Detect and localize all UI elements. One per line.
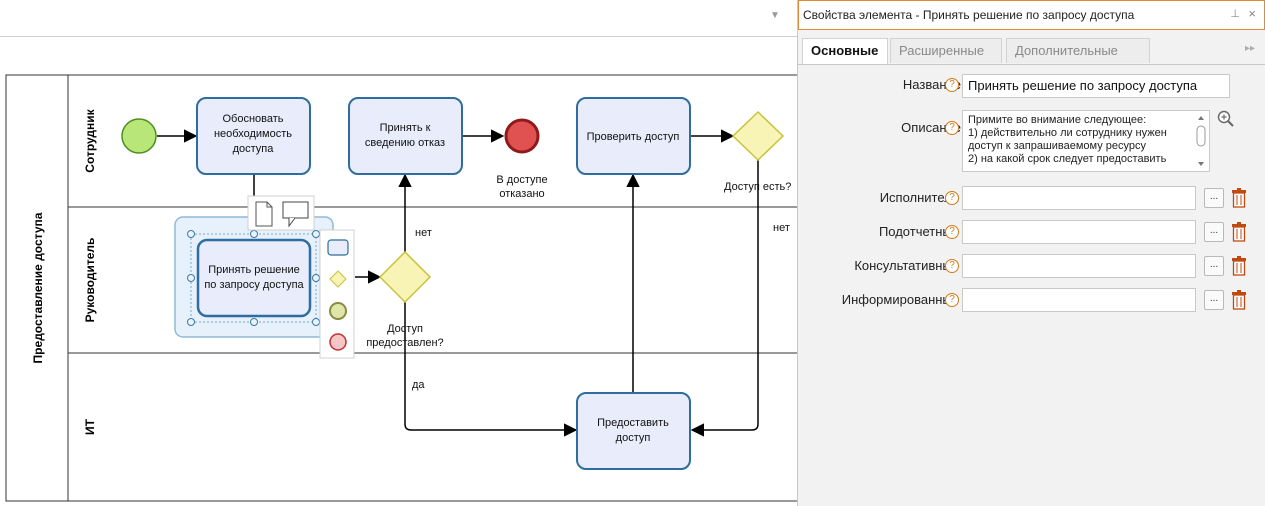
context-toolbar-top	[247, 195, 315, 231]
task-grant-access[interactable]: Предоставить доступ	[576, 392, 691, 470]
description-line: 2) на какой срок следует предоставить	[968, 153, 1167, 165]
task-decide-line1: Принять решение	[208, 264, 300, 276]
pin-icon[interactable]: ⊥	[1230, 8, 1240, 20]
tab-basic[interactable]: Основные	[802, 38, 888, 64]
add-task-icon[interactable]	[327, 239, 349, 256]
end-event-label-line2: отказано	[499, 188, 544, 200]
performers-label: Исполнители	[879, 190, 959, 205]
diagram-canvas[interactable]: ▼ Предоставление доступа Сотрудник Руков…	[0, 0, 797, 506]
bpmn-diagram: Предоставление доступа Сотрудник Руковод…	[5, 74, 797, 502]
lane-label-employee: Сотрудник	[83, 108, 97, 172]
document-icon[interactable]	[255, 201, 273, 227]
consulted-browse-button[interactable]: ...	[1204, 256, 1224, 276]
task-justify-line3: доступа	[233, 143, 275, 155]
add-intermediate-event-icon[interactable]	[329, 302, 347, 320]
flow-label-no-right: нет	[773, 222, 790, 234]
panel-tabs: Основные Расширенные Дополнительные ▸▸	[798, 30, 1265, 65]
tab-extended[interactable]: Расширенные	[890, 38, 1002, 63]
add-end-event-icon[interactable]	[329, 333, 347, 351]
gateway-access-exists[interactable]	[731, 110, 785, 162]
tab-additional[interactable]: Дополнительные	[1006, 38, 1150, 63]
task-accept-line2: сведению отказ	[365, 137, 445, 149]
task-justify[interactable]: Обосновать необходимость доступа	[196, 97, 311, 175]
task-decide[interactable]: Принять решение по запросу доступа	[196, 238, 312, 318]
performers-field[interactable]	[962, 186, 1196, 210]
row-informed: Информированные ? ...	[798, 287, 1265, 313]
end-event-label-line1: В доступе	[496, 174, 547, 186]
add-gateway-icon[interactable]	[329, 270, 347, 288]
panel-title-bar: Свойства элемента - Принять решение по з…	[798, 0, 1265, 30]
task-accept-line1: Принять к	[380, 122, 431, 134]
accountable-label: Подотчетные	[878, 224, 959, 239]
task-accept-refusal[interactable]: Принять к сведению отказ	[348, 97, 463, 175]
flow-label-no: нет	[415, 227, 432, 239]
properties-panel: Свойства элемента - Принять решение по з…	[797, 0, 1265, 506]
task-justify-line2: необходимость	[214, 128, 292, 140]
row-consulted: Консультативные ? ...	[798, 253, 1265, 279]
informed-field[interactable]	[962, 288, 1196, 312]
close-icon[interactable]: ×	[1248, 6, 1256, 21]
pool-label: Предоставление доступа	[31, 212, 45, 363]
row-description: Описание ? Примите во внимание следующее…	[798, 110, 1265, 180]
end-event-refused[interactable]	[504, 118, 540, 154]
annotation-icon[interactable]	[282, 201, 309, 228]
description-line: 1) действительно ли сотруднику нужен	[968, 127, 1167, 139]
row-name: Название ? Принять решение по запросу до…	[798, 73, 1265, 99]
description-field[interactable]: Примите во внимание следующее: 1) действ…	[962, 110, 1210, 172]
gateway-access-granted[interactable]	[378, 250, 432, 304]
help-icon[interactable]: ?	[945, 293, 959, 307]
name-field[interactable]: Принять решение по запросу доступа	[962, 74, 1230, 98]
zoom-icon[interactable]	[1217, 110, 1235, 128]
gateway-access-granted-line2: предоставлен?	[366, 337, 443, 349]
trash-icon[interactable]	[1231, 256, 1247, 276]
informed-browse-button[interactable]: ...	[1204, 290, 1224, 310]
flow-label-yes: да	[412, 379, 425, 391]
gateway-access-granted-line1: Доступ	[387, 323, 423, 335]
accountable-field[interactable]	[962, 220, 1196, 244]
chevron-down-icon[interactable]: ▼	[770, 10, 780, 21]
help-icon[interactable]: ?	[945, 225, 959, 239]
task-grant-line1: Предоставить	[597, 417, 669, 429]
canvas-toolbar: ▼	[0, 0, 797, 37]
help-icon[interactable]: ?	[945, 259, 959, 273]
tabs-scroll-icon[interactable]: ▸▸	[1244, 43, 1255, 54]
description-line: доступ к запрашиваемому ресурсу	[968, 140, 1147, 152]
task-check-access-label: Проверить доступ	[587, 131, 680, 143]
row-performers: Исполнители ? ...	[798, 185, 1265, 211]
description-scrollbar[interactable]	[1195, 113, 1207, 169]
description-line: Примите во внимание следующее:	[968, 114, 1147, 126]
lane-label-manager: Руководитель	[83, 238, 97, 323]
consulted-field[interactable]	[962, 254, 1196, 278]
performers-browse-button[interactable]: ...	[1204, 188, 1224, 208]
trash-icon[interactable]	[1231, 188, 1247, 208]
help-icon[interactable]: ?	[945, 191, 959, 205]
trash-icon[interactable]	[1231, 290, 1247, 310]
gateway-access-exists-label: Доступ есть?	[724, 181, 791, 193]
task-decide-line2: по запросу доступа	[204, 279, 304, 291]
start-event[interactable]	[121, 118, 157, 154]
accountable-browse-button[interactable]: ...	[1204, 222, 1224, 242]
help-icon[interactable]: ?	[945, 78, 959, 92]
task-check-access[interactable]: Проверить доступ	[576, 97, 691, 175]
context-palette	[319, 229, 355, 359]
task-justify-line1: Обосновать	[222, 113, 283, 125]
consulted-label: Консультативные	[854, 258, 959, 273]
help-icon[interactable]: ?	[945, 121, 959, 135]
panel-title: Свойства элемента - Принять решение по з…	[803, 8, 1135, 22]
resize-handles[interactable]	[187, 230, 320, 326]
task-grant-line2: доступ	[616, 432, 651, 444]
lane-label-it: ИТ	[83, 418, 97, 435]
row-accountable: Подотчетные ? ...	[798, 219, 1265, 245]
informed-label: Информированные	[841, 292, 959, 307]
trash-icon[interactable]	[1231, 222, 1247, 242]
